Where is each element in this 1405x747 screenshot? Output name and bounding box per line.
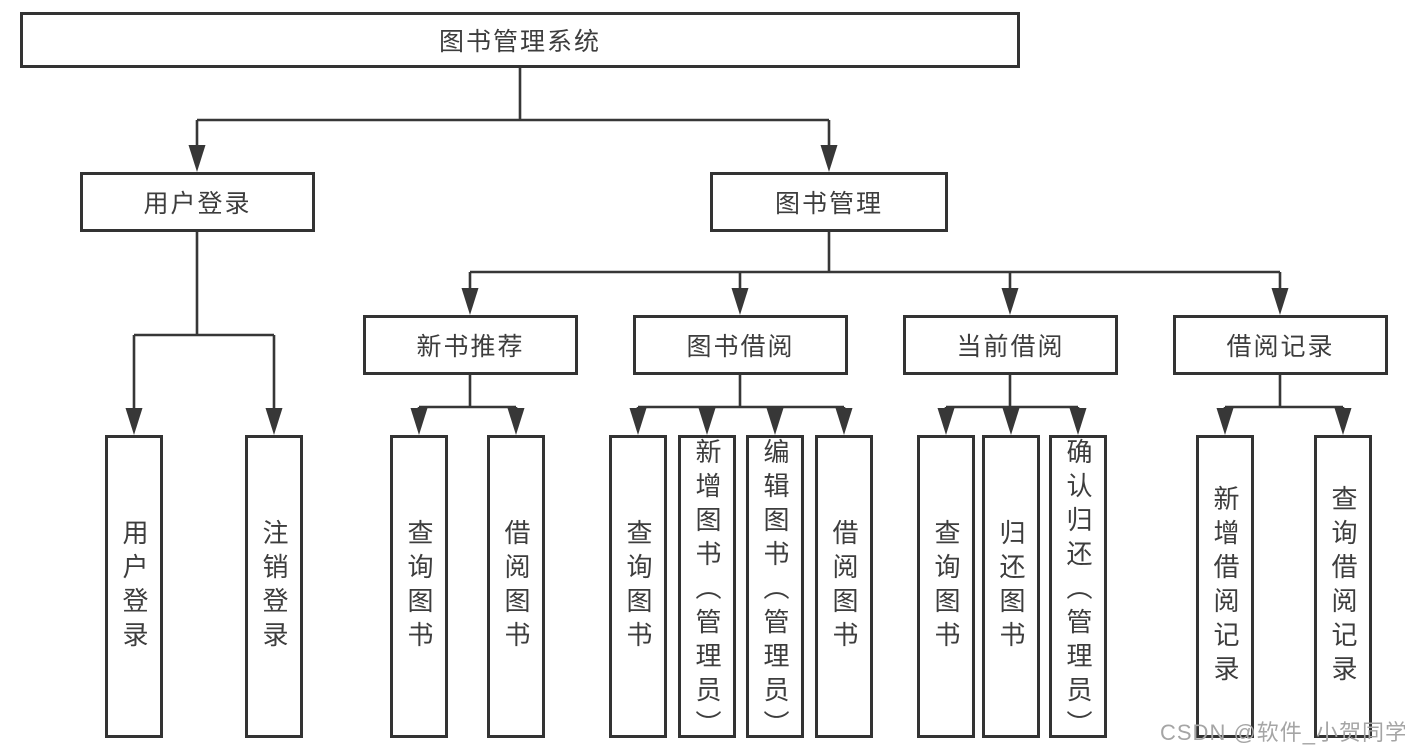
node-current-borrow-label: 当前借阅 [956,333,1065,361]
arrowhead [629,408,647,435]
arrowhead [188,145,206,172]
node-book-mgmt-label: 图书管理 [774,190,883,218]
leaf-label: 新增图书（管理员） [692,438,722,744]
leaf-label: 用户登录 [119,518,149,655]
node-user-login: 用户登录 [80,172,315,232]
node-root: 图书管理系统 [20,12,1020,68]
leaf-label: 编辑图书（管理员） [760,438,790,744]
node-new-book-rec: 新书推荐 [363,315,578,375]
arrowhead [1069,408,1087,435]
arrowhead [410,408,428,435]
node-book-mgmt: 图书管理 [710,172,948,232]
leaf-label: 查询借阅记录 [1328,484,1358,689]
node-leaf-edit-book: 编辑图书（管理员） [746,435,804,744]
node-leaf-logout: 注销登录 [245,435,303,738]
leaf-label: 注销登录 [259,518,289,655]
node-book-borrow-label: 图书借阅 [686,333,795,361]
leaf-label: 借阅图书 [501,518,531,655]
node-leaf-query-record: 查询借阅记录 [1314,435,1372,738]
arrowhead [698,408,716,435]
arrowhead [461,288,479,315]
edge-book-borrow-children [636,373,846,413]
edge-borrow-record-children [1223,373,1345,413]
leaf-label: 借阅图书 [829,518,859,655]
edge-current-borrow-children [944,373,1080,413]
node-borrow-record-label: 借阅记录 [1226,333,1335,361]
arrowhead [937,408,955,435]
node-leaf-query-book-rec: 查询图书 [390,435,448,738]
node-leaf-user-login: 用户登录 [105,435,163,738]
arrowhead [1334,408,1352,435]
leaf-label: 归还图书 [996,518,1026,655]
node-book-borrow: 图书借阅 [633,315,848,375]
node-current-borrow: 当前借阅 [903,315,1118,375]
node-root-label: 图书管理系统 [438,28,601,56]
arrowhead [507,408,525,435]
leaf-label: 查询图书 [623,518,653,655]
arrowhead [265,408,283,435]
watermark-text: CSDN @软件_小贺同学 [1160,720,1405,745]
arrowhead [125,408,143,435]
edge-user-login-children [132,229,276,412]
edge-book-mgmt-children [468,229,1282,294]
node-leaf-borrow-book-borrow: 借阅图书 [815,435,873,738]
arrowhead [1271,288,1289,315]
arrowhead [1001,288,1019,315]
node-leaf-add-record: 新增借阅记录 [1196,435,1254,738]
arrowhead [731,288,749,315]
node-leaf-return-book: 归还图书 [982,435,1040,738]
leaf-label: 确认归还（管理员） [1063,438,1093,744]
arrowhead [1216,408,1234,435]
arrowhead [820,145,838,172]
node-leaf-query-book-current: 查询图书 [917,435,975,738]
arrowhead [1002,408,1020,435]
node-leaf-confirm-return: 确认归还（管理员） [1049,435,1107,744]
arrowhead [766,408,784,435]
node-new-book-rec-label: 新书推荐 [416,333,525,361]
leaf-label: 查询图书 [931,518,961,655]
node-leaf-query-book-borrow: 查询图书 [609,435,667,738]
leaf-label: 查询图书 [404,518,434,655]
node-borrow-record: 借阅记录 [1173,315,1388,375]
leaf-label: 新增借阅记录 [1210,484,1240,689]
edge-new-book-rec-children [417,373,518,413]
node-leaf-add-book: 新增图书（管理员） [678,435,736,744]
node-user-login-label: 用户登录 [143,190,252,218]
arrowhead [835,408,853,435]
edge-root-to-level2 [195,65,831,152]
node-leaf-borrow-book-rec: 借阅图书 [487,435,545,738]
